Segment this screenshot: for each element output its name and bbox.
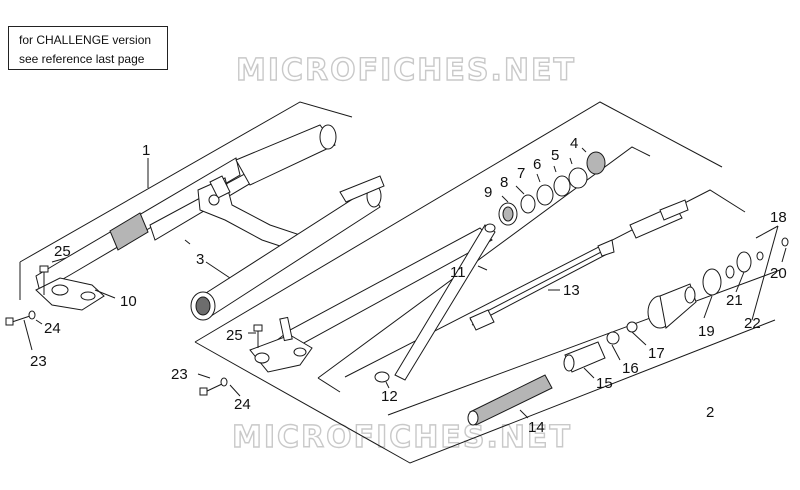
callout-4: 4 [570, 135, 578, 152]
leader-lines [23, 147, 787, 419]
group-outline-inner-a [317, 146, 651, 393]
callout-25-right: 25 [226, 327, 243, 344]
callout-6: 6 [533, 156, 541, 173]
group-outline-1 [19, 101, 353, 300]
callout-20: 20 [770, 265, 787, 282]
callout-19: 19 [698, 323, 715, 340]
callout-24-left: 24 [44, 320, 61, 337]
callout-23-right: 23 [171, 366, 188, 383]
callout-1: 1 [142, 142, 150, 159]
callout-25-left: 25 [54, 243, 71, 260]
note-line-2: see reference last page [19, 52, 145, 66]
callout-7: 7 [517, 165, 525, 182]
callout-9: 9 [484, 184, 492, 201]
note-line-1: for CHALLENGE version [19, 33, 152, 47]
callout-14: 14 [528, 419, 545, 436]
cartridge-parts [606, 237, 789, 345]
seal-stack [498, 151, 606, 226]
callout-2: 2 [706, 404, 714, 421]
callout-18: 18 [770, 209, 787, 226]
callout-22: 22 [744, 315, 761, 332]
callout-3: 3 [196, 251, 204, 268]
callout-8: 8 [500, 174, 508, 191]
inner-tube [394, 223, 496, 381]
callouts: 1 2 3 4 5 6 7 8 9 10 11 12 13 14 15 16 1… [30, 135, 787, 436]
bottom-nut [374, 371, 390, 383]
spacer-tube [563, 341, 606, 373]
callout-15: 15 [596, 375, 613, 392]
callout-21: 21 [726, 292, 743, 309]
callout-10: 10 [120, 293, 137, 310]
callout-5: 5 [551, 147, 559, 164]
callout-12: 12 [381, 388, 398, 405]
callout-17: 17 [648, 345, 665, 362]
watermark-bottom: MICROFICHES.NET [232, 420, 572, 455]
group-outline-inner-b [344, 189, 781, 416]
left-bolts [5, 265, 49, 326]
callout-16: 16 [622, 360, 639, 377]
watermark-top: MICROFICHES.NET [236, 53, 576, 88]
right-outer-tube [190, 175, 385, 321]
callout-13: 13 [563, 282, 580, 299]
top-cap [629, 199, 689, 239]
fork-crown [197, 175, 305, 251]
right-fork-leg [249, 227, 493, 373]
left-fork-leg [35, 157, 241, 311]
group-outline-2 [194, 101, 776, 464]
callout-23-left: 23 [30, 353, 47, 370]
callout-11: 11 [450, 264, 466, 281]
fork-spring [467, 374, 553, 426]
challenge-version-note: for CHALLENGE version see reference last… [8, 26, 168, 70]
left-upper-tube [149, 124, 337, 241]
right-bolts [199, 324, 263, 396]
callout-24-right: 24 [234, 396, 251, 413]
damper-rod [469, 239, 615, 331]
